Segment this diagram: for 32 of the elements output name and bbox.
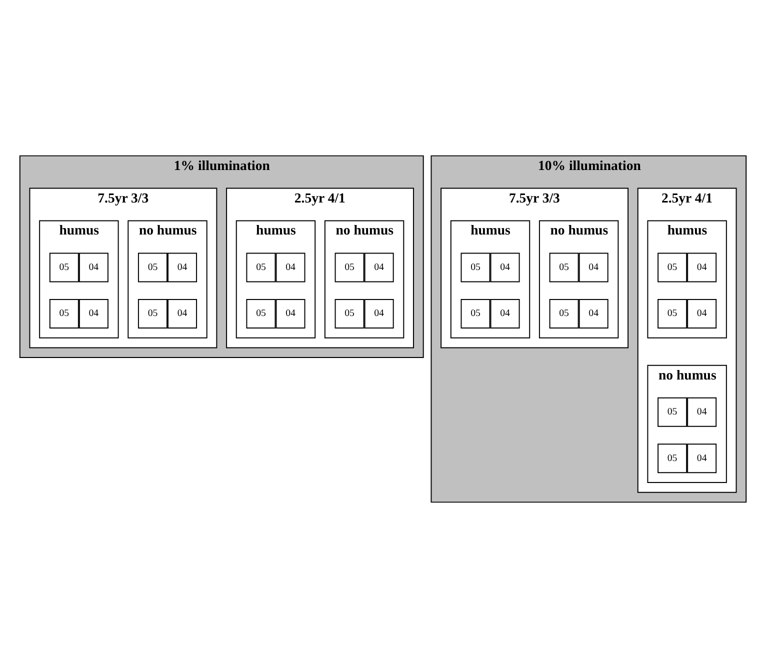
node-box: 04	[687, 443, 717, 473]
node-box: 04	[578, 298, 608, 328]
node-box: 05	[49, 298, 79, 328]
node-box: 05	[549, 252, 579, 282]
node-box: 05	[49, 252, 79, 282]
node-box: 05	[460, 298, 490, 328]
node-box: 05	[246, 298, 276, 328]
node-box: 04	[168, 298, 198, 328]
node-box: 04	[364, 252, 394, 282]
node-box: 05	[658, 443, 688, 473]
node-box: 05	[334, 252, 364, 282]
node-box: 05	[658, 298, 688, 328]
node-box: 04	[687, 252, 717, 282]
node-box: 05	[246, 252, 276, 282]
node-box: 05	[658, 396, 688, 426]
node-box: 05	[658, 252, 688, 282]
node-box: 05	[138, 252, 168, 282]
node-box: 04	[578, 252, 608, 282]
node-box: 04	[490, 252, 520, 282]
node-box: 04	[364, 298, 394, 328]
node-box: 04	[276, 298, 306, 328]
node-box: 04	[78, 252, 108, 282]
node-box: 04	[168, 252, 198, 282]
node-box: 05	[460, 252, 490, 282]
node-box: 04	[276, 252, 306, 282]
node-box: 05	[138, 298, 168, 328]
node-box: 04	[78, 298, 108, 328]
node-box: 04	[490, 298, 520, 328]
node-box: 05	[334, 298, 364, 328]
node-box: 05	[549, 298, 579, 328]
node-box: 04	[687, 298, 717, 328]
node-box: 04	[687, 396, 717, 426]
